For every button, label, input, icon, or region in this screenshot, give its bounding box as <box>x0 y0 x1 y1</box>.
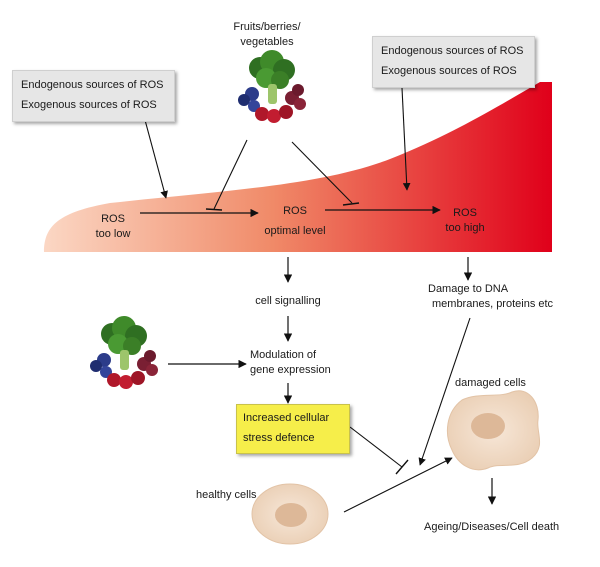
stress-defence-line1: Increased cellular <box>243 412 330 424</box>
modulation-label: Modulation of gene expression <box>250 348 331 378</box>
healthy-cells-label: healthy cells <box>196 489 257 501</box>
stress-defence-line2: stress defence <box>243 432 315 444</box>
damage-line2: membranes, proteins etc <box>432 298 554 310</box>
ros-too-low-label: ROS too low <box>78 212 148 242</box>
cell-signalling-label: cell signalling <box>255 295 321 307</box>
damaged-cell-icon <box>446 390 541 471</box>
inhibit-defence-damage <box>349 426 403 468</box>
ros-optimal-label: ROS optimal level <box>250 204 340 239</box>
inhibit-bar-damage <box>395 459 409 475</box>
left-box-line1: Endogenous sources of ROS <box>21 79 164 91</box>
left-box-line2: Exogenous sources of ROS <box>21 99 157 111</box>
ros-low-line2: too low <box>95 228 131 240</box>
inhibit-produce-low <box>213 139 248 210</box>
ros-low-line1: ROS <box>101 213 125 225</box>
right-box-line2: Exogenous sources of ROS <box>381 65 517 77</box>
arrow-healthy-damaged <box>343 457 453 513</box>
left-ros-sources-box: Endogenous sources of ROS Exogenous sour… <box>12 70 175 122</box>
arrow-right-sources <box>401 87 411 191</box>
healthy-cell-icon <box>251 483 329 545</box>
ros-high-line2: too high <box>445 222 485 234</box>
arrow-left-sources <box>144 119 168 199</box>
produce-label-line1: Fruits/berries/ <box>233 21 301 33</box>
ros-optimal-line2: optimal level <box>264 225 326 237</box>
right-ros-sources-box: Endogenous sources of ROS Exogenous sour… <box>372 36 535 88</box>
modulation-line1: Modulation of <box>250 349 317 361</box>
damaged-cells-label: damaged cells <box>455 377 526 389</box>
produce-label: Fruits/berries/ vegetables <box>222 20 312 50</box>
produce-label-line2: vegetables <box>240 36 294 48</box>
arrow-damage-down <box>418 317 471 466</box>
ros-optimal-line1: ROS <box>283 205 307 217</box>
inhibit-produce-high <box>291 141 353 204</box>
ros-too-high-label: ROS too high <box>430 206 500 236</box>
damage-label: Damage to DNA membranes, proteins etc <box>420 282 553 312</box>
inhibit-bar-low <box>205 208 223 211</box>
inhibit-bar-high <box>342 202 360 206</box>
outcome-label: Ageing/Diseases/Cell death <box>424 521 560 533</box>
stress-defence-box: Increased cellular stress defence <box>236 404 350 454</box>
modulation-line2: gene expression <box>250 364 331 376</box>
broccoli-berries-icon <box>238 50 306 123</box>
right-box-line1: Endogenous sources of ROS <box>381 45 524 57</box>
ros-high-line1: ROS <box>453 207 477 219</box>
broccoli-berries-icon <box>90 316 158 389</box>
damage-line1: Damage to DNA <box>428 283 509 295</box>
